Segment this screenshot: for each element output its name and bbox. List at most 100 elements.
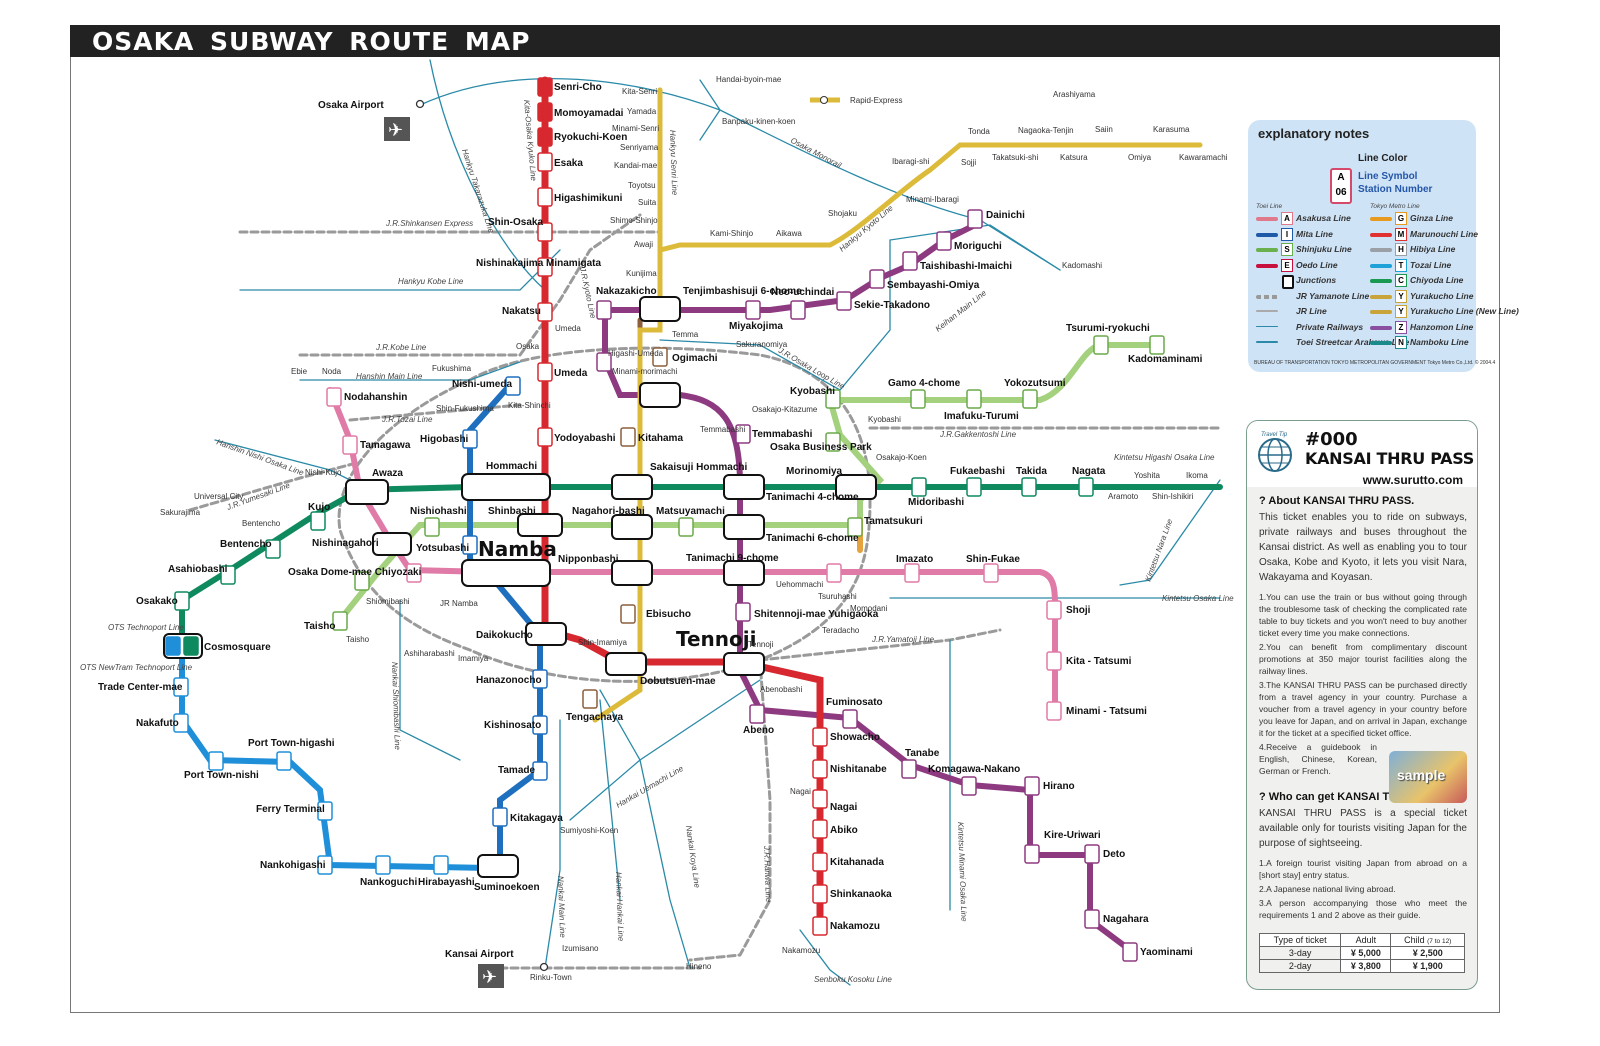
nankai-koya-line (599, 689, 691, 969)
station-label: Awaza (372, 468, 403, 479)
junction-minami-morimachi (639, 382, 681, 408)
minor-station-label: Izumisano (562, 944, 599, 953)
station-label: Showacho (830, 732, 880, 743)
rail-line-label: Osaka Monorail (789, 136, 843, 170)
tip-body: ? About KANSAI THRU PASS. This ticket en… (1259, 493, 1467, 923)
station-label: Momoyamadai (554, 108, 624, 119)
metro-line-heading: Tokyo Metro Line (1370, 203, 1420, 210)
legend-swatch (1370, 248, 1392, 252)
station-label: Nakafuto (136, 718, 179, 729)
legend-label: JR Line (1296, 306, 1327, 316)
rail-line-label: Hanshin Nishi Osaka Line (215, 437, 305, 477)
station-label: Morinomiya (786, 466, 843, 477)
tip-url[interactable]: www.surutto.com (1362, 473, 1463, 487)
legend-label: Yurakucho Line (New Line) (1410, 306, 1519, 316)
station-label: Nishiohashi (410, 506, 467, 517)
tip-name: KANSAI THRU PASS (1305, 449, 1474, 468)
minor-station-label: Kita-Shinchi (508, 401, 551, 410)
minor-station-label: Osakajo-Koen (876, 453, 927, 462)
ticket-type: 3-day (1258, 946, 1342, 960)
station-label: Kire-Uriwari (1044, 830, 1101, 841)
station-label: Bentencho (220, 539, 272, 550)
junction-shinbashi (517, 513, 563, 537)
rail-line-label: J.R.Gakkentoshi Line (939, 430, 1017, 439)
junction-tanimachi6 (723, 514, 765, 540)
minor-station-label: Sakuranomiya (736, 340, 788, 349)
nagahori-tsurumi-line (337, 342, 1163, 623)
tip-question-1-text: About KANSAI THRU PASS. (1268, 495, 1415, 507)
minor-station-label: Kami-Shinjo (710, 229, 754, 238)
station-label: Nakamozu (830, 921, 880, 932)
rail-line-label: Nankai Koya Line (684, 825, 702, 889)
station-label: Higashimikuni (554, 193, 623, 204)
station-label: Hirabayashi (418, 877, 475, 888)
price-table: Type of ticket Adult Child (7 to 12) 3-d… (1258, 933, 1465, 973)
station-label: Temmabashi (752, 429, 813, 440)
minor-station-label: Osakajo-Kitazume (752, 405, 818, 414)
station-label: Nagai (830, 802, 857, 813)
minor-station-label: Saiin (1095, 125, 1113, 134)
legend-swatch (1256, 263, 1278, 268)
minor-station-label: Bentencho (242, 519, 281, 528)
legend-label: Junctions (1296, 275, 1337, 285)
station-label: Moriguchi (954, 241, 1002, 252)
station-label: Yotsubashi (416, 543, 469, 554)
station-label: Higobashi (420, 434, 469, 445)
minor-station-label: Nishi-Kujo (305, 468, 342, 477)
minor-station-label: Rinku-Town (530, 973, 572, 982)
child-label: Child (1404, 935, 1425, 945)
station-badges (165, 77, 1165, 962)
sample-label: sample (1397, 767, 1446, 783)
station-label: Fukaebashi (950, 466, 1005, 477)
station-label: Midoribashi (908, 497, 964, 508)
minor-station-label: Momodani (850, 604, 888, 613)
minor-station-label: Ibaragi-shi (892, 157, 930, 166)
minor-station-label: Sakurajima (160, 508, 201, 517)
minor-station-label: Shimo-Shinjo (610, 216, 658, 225)
junction-sakaisuji-hommachi (611, 474, 653, 500)
legend-swatch (1256, 325, 1278, 327)
station-label: Tenjimbashisuji 6-chome (683, 286, 802, 297)
station-label: Shin-Osaka (488, 217, 543, 228)
station-label: Tamade (498, 765, 535, 776)
cosmosquare-p-badge (165, 636, 181, 656)
travel-tip-label: Travel Tip (1261, 432, 1288, 438)
station-label: Nagahori-bashi (572, 506, 645, 517)
station-label: Sakaisuji Hommachi (650, 462, 747, 473)
station-label: Komagawa-Nakano (928, 764, 1020, 775)
legend-swatch (1370, 217, 1392, 221)
keihan-main-line (659, 224, 1061, 391)
sample-number: 06 (1335, 187, 1347, 198)
minor-station-label: Umeda (555, 324, 581, 333)
tip-list-item: 2.A Japanese national living abroad. (1259, 884, 1396, 894)
minor-station-label: Nagaoka-Tenjin (1018, 126, 1074, 135)
legend-label: Hanzomon Line (1410, 321, 1474, 332)
minor-station-label: Uehommachi (776, 580, 823, 589)
travel-tip-panel: Travel Tip #000 KANSAI THRU PASS www.sur… (1246, 420, 1478, 990)
table-row: 2-day ¥ 3,800 ¥ 1,900 (1258, 959, 1465, 973)
rail-line-label: J.R.Osaka Loop Line (776, 345, 847, 391)
legend-label: Yurakucho Line (1410, 290, 1474, 301)
junction-suminoekoen (477, 854, 519, 878)
minor-station-label: Temma (672, 330, 699, 339)
station-label: Dainichi (986, 210, 1025, 221)
station-label: Dobutsuen-mae (640, 676, 716, 687)
minor-station-label: Handai-byoin-mae (716, 75, 782, 84)
minor-station-label: Toyotsu (628, 181, 656, 190)
notes-title: explanatory notes (1258, 126, 1370, 141)
minor-station-label: Shojaku (828, 209, 857, 218)
station-label: Taisho (304, 621, 335, 632)
station-label: Nagahara (1103, 914, 1149, 925)
sample-letter: A (1337, 172, 1345, 183)
station-label: Tanimachi 6-chome (766, 533, 859, 544)
legend-letter: Y (1395, 305, 1407, 318)
station-label: Taishibashi-Imaichi (920, 261, 1012, 272)
rail-line-label: Kintetsu Minami Osaka Line (956, 822, 968, 922)
legend-letter: G (1395, 212, 1407, 225)
rail-line-label: Hankai Hankai Line (614, 872, 625, 942)
minor-station-label: Senriyama (620, 143, 659, 152)
legend-swatch (1256, 341, 1278, 343)
station-label: Hommachi (486, 461, 537, 472)
rail-line-label: J.R.Hanwa Line (762, 845, 773, 903)
minor-station-label: Shin-Ishikiri (1152, 492, 1194, 501)
